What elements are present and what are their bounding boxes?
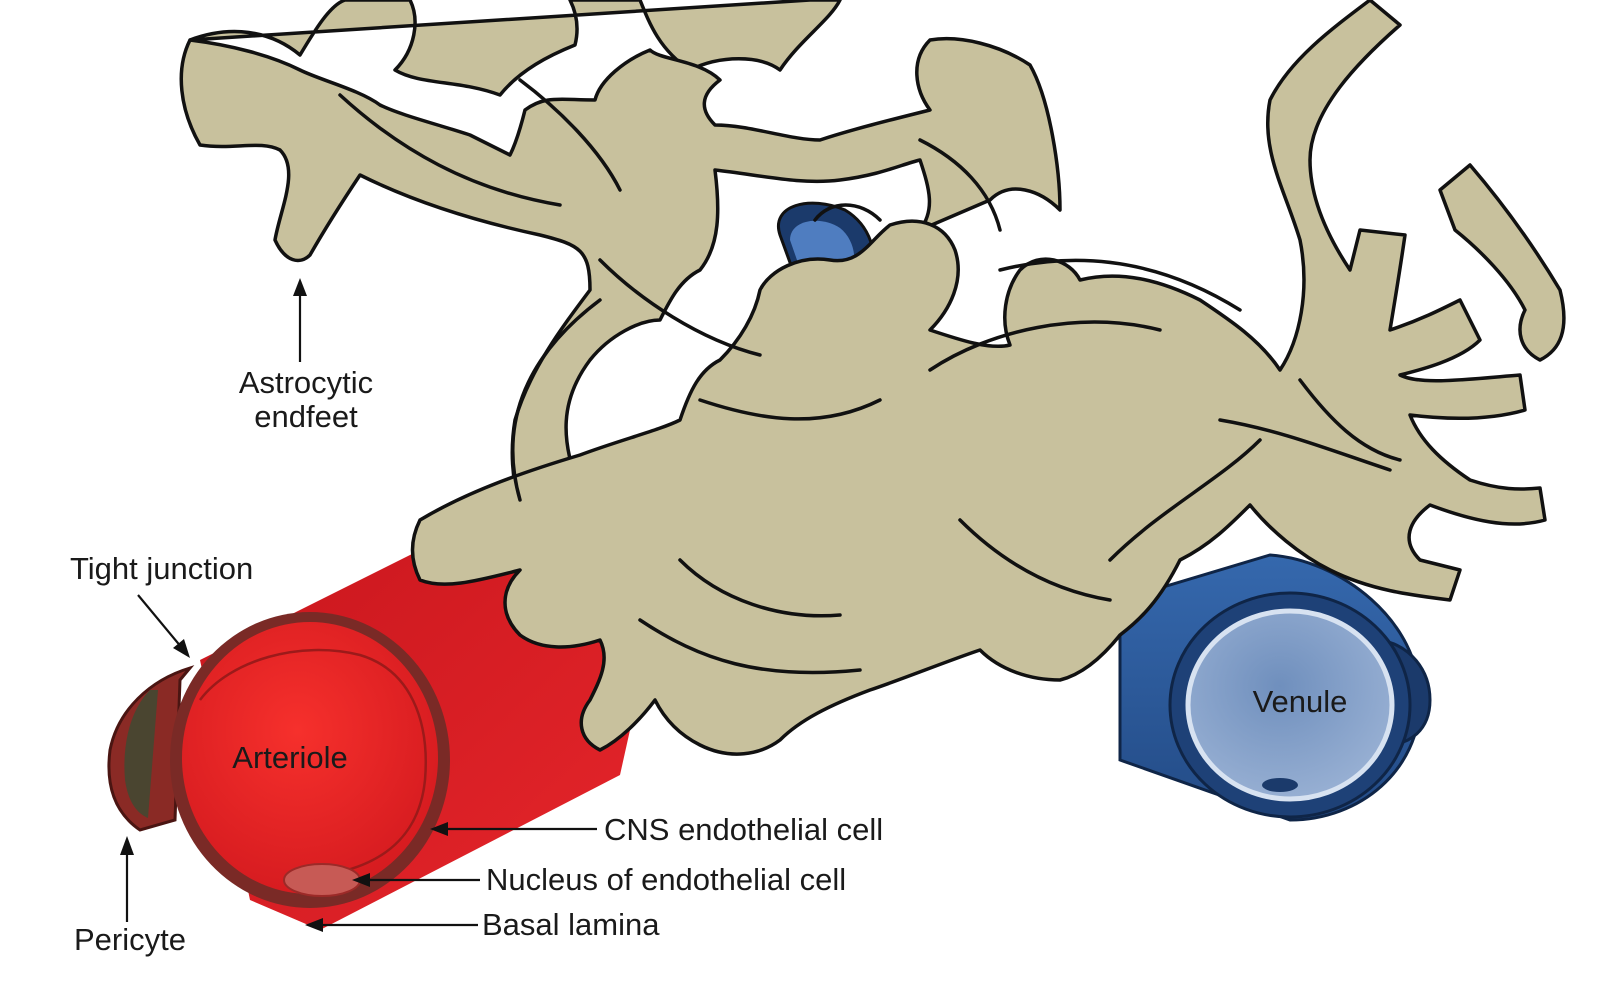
tight-junction-label: Tight junction bbox=[70, 551, 253, 586]
astrocytic-endfeet-label-line2: endfeet bbox=[254, 399, 358, 434]
annotation-arrows bbox=[120, 278, 597, 932]
endothelial-nucleus bbox=[283, 863, 361, 897]
nucleus-label: Nucleus of endothelial cell bbox=[486, 862, 846, 897]
cns-endothelial-label: CNS endothelial cell bbox=[604, 812, 883, 847]
astrocyte-central bbox=[410, 0, 1547, 756]
arteriole-face bbox=[182, 622, 438, 894]
astrocyte-network bbox=[179, 0, 1566, 756]
basal-lamina-label: Basal lamina bbox=[482, 907, 660, 942]
venule-cross-section[interactable]: Venule bbox=[1168, 591, 1432, 819]
astrocyte-upper-left bbox=[188, 0, 842, 97]
pericyte-label: Pericyte bbox=[74, 922, 186, 957]
arteriole-label: Arteriole bbox=[232, 740, 347, 775]
astrocyte-right-arm bbox=[1438, 163, 1566, 362]
labels: Astrocytic endfeet Tight junction Pericy… bbox=[70, 365, 883, 957]
venule-lumen bbox=[1185, 608, 1395, 802]
astrocytic-endfeet-label-line1: Astrocytic bbox=[239, 365, 373, 400]
arteriole-cross-section[interactable]: Arteriole bbox=[107, 612, 450, 908]
venule-label: Venule bbox=[1253, 684, 1348, 719]
